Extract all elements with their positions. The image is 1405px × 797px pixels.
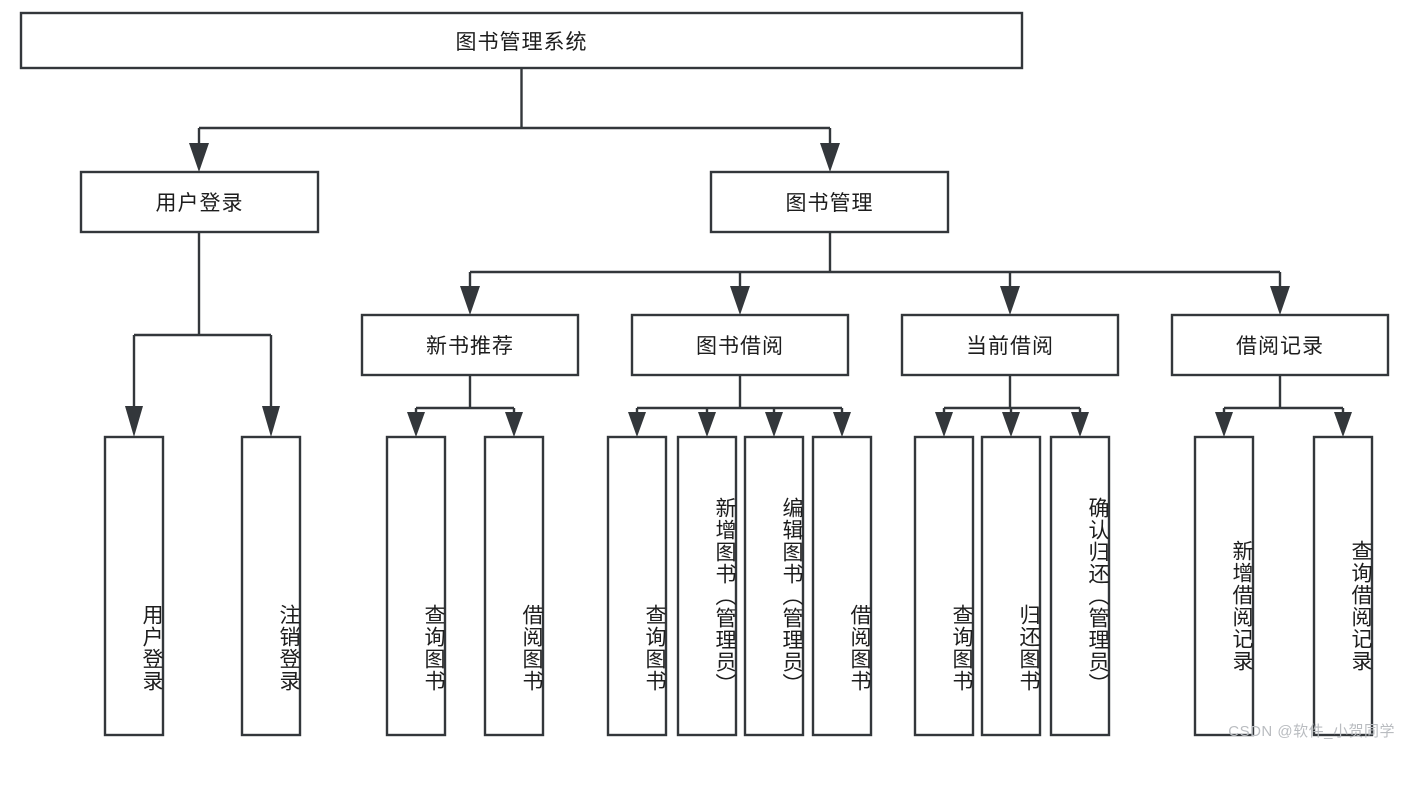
arrowhead-leaf-edit-book (765, 412, 783, 437)
node-box-leaf-user-logout[interactable] (240, 435, 302, 737)
node-box-leaf-query-book-3[interactable] (913, 435, 975, 737)
node-box-group (19, 11, 1390, 737)
arrowhead-user-login (189, 143, 209, 172)
arrowhead-leaf-query-book-1 (407, 412, 425, 437)
node-box-leaf-user-login[interactable] (103, 435, 165, 737)
node-box-user-login[interactable] (79, 170, 320, 234)
arrowhead-borrow-record (1270, 286, 1290, 315)
node-box-book-management[interactable] (709, 170, 950, 234)
arrowhead-leaf-add-record (1215, 412, 1233, 437)
node-box-leaf-query-book-2[interactable] (606, 435, 668, 737)
arrowhead-leaf-borrow-book-2 (833, 412, 851, 437)
node-box-leaf-confirm-return[interactable] (1049, 435, 1111, 737)
arrowhead-book-borrow (730, 286, 750, 315)
connector-group (125, 68, 1352, 437)
node-box-leaf-borrow-book-2[interactable] (811, 435, 873, 737)
arrowhead-leaf-borrow-book-1 (505, 412, 523, 437)
arrowhead-leaf-query-record (1334, 412, 1352, 437)
arrowhead-leaf-confirm-return (1071, 412, 1089, 437)
arrowhead-leaf-return-book (1002, 412, 1020, 437)
node-box-book-borrow[interactable] (630, 313, 850, 377)
arrowhead-leaf-query-book-2 (628, 412, 646, 437)
arrowhead-new-book-recommend (460, 286, 480, 315)
csdn-watermark: CSDN @软件_小贺同学 (1228, 723, 1395, 740)
flowchart-svg (19, 11, 1390, 737)
node-box-title[interactable] (19, 11, 1024, 70)
node-box-current-borrow[interactable] (900, 313, 1120, 377)
node-box-leaf-query-record[interactable] (1312, 435, 1374, 737)
flowchart-canvas: 图书管理系统 用户登录 图书管理 新书推荐 图书借阅 当前借阅 借阅记录 用户登… (19, 11, 1395, 740)
node-box-leaf-edit-book[interactable] (743, 435, 805, 737)
node-box-leaf-add-book[interactable] (676, 435, 738, 737)
node-box-leaf-return-book[interactable] (980, 435, 1042, 737)
arrowhead-leaf-query-book-3 (935, 412, 953, 437)
node-box-borrow-record[interactable] (1170, 313, 1390, 377)
arrowhead-leaf-add-book (698, 412, 716, 437)
node-box-new-book-recommend[interactable] (360, 313, 580, 377)
arrowhead-book-management (820, 143, 840, 172)
node-box-leaf-query-book-1[interactable] (385, 435, 447, 737)
arrowhead-current-borrow (1000, 286, 1020, 315)
node-box-leaf-borrow-book-1[interactable] (483, 435, 545, 737)
node-box-leaf-add-record[interactable] (1193, 435, 1255, 737)
arrowhead-leaf-user-logout (262, 406, 280, 437)
arrowhead-leaf-user-login (125, 406, 143, 437)
